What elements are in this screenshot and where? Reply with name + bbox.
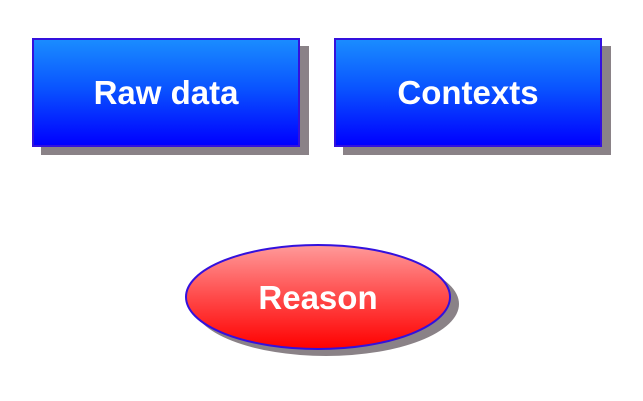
contexts-node: Contexts	[334, 38, 602, 147]
contexts-label: Contexts	[397, 73, 539, 111]
reason-node-shape	[185, 244, 451, 350]
reason-node: Reason	[184, 241, 464, 356]
raw-data-label: Raw data	[93, 73, 239, 111]
raw-data-node: Raw data	[32, 38, 300, 147]
reason-label: Reason	[258, 279, 377, 316]
